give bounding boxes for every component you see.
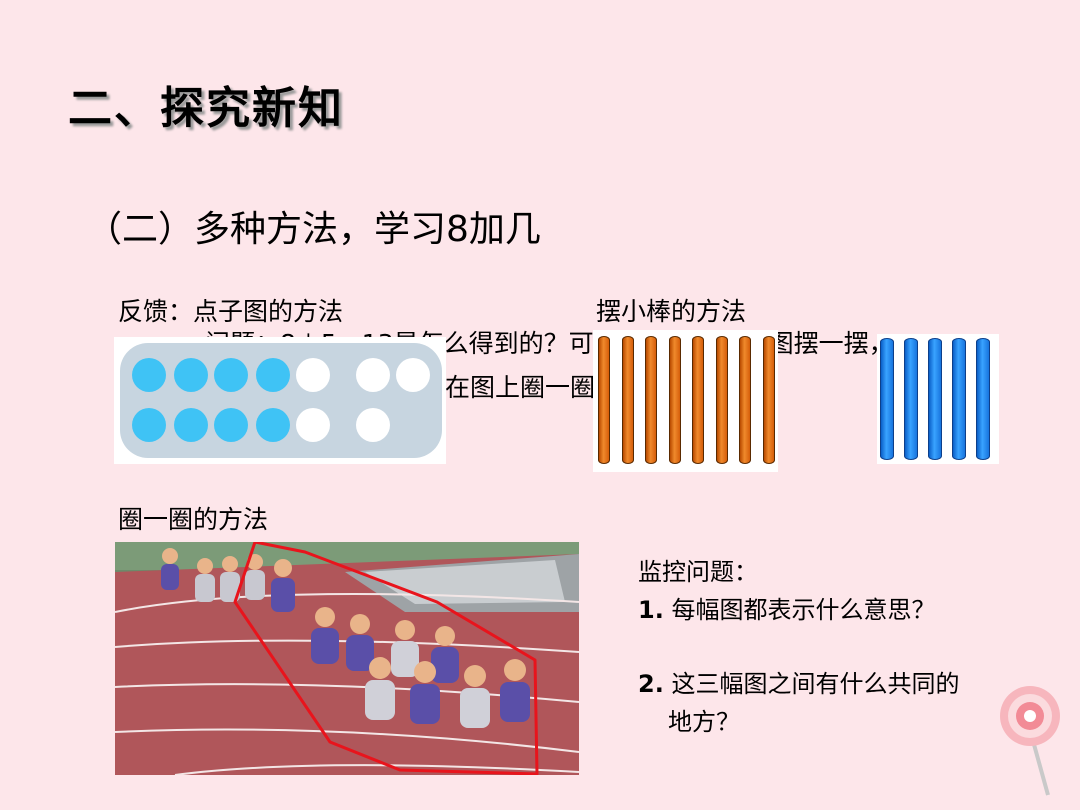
- dot-filled: [174, 408, 208, 442]
- dot-empty: [396, 358, 430, 392]
- dot-empty: [356, 358, 390, 392]
- blue-stick: [880, 338, 894, 460]
- orange-stick: [645, 336, 657, 464]
- q1-number: 1.: [638, 596, 664, 624]
- running-kids-illustration: [115, 542, 579, 775]
- dot-filled: [256, 358, 290, 392]
- dot-filled: [132, 408, 166, 442]
- red-circle-outline: [233, 542, 539, 775]
- dot-empty: [296, 408, 330, 442]
- hidden-question-line2: 在图上圈一圈。: [445, 373, 621, 402]
- section-subtitle: （二）多种方法，学习8加几: [86, 209, 541, 250]
- lollipop-icon: [1000, 686, 1060, 796]
- orange-stick: [621, 336, 634, 464]
- orange-stick: [692, 336, 704, 464]
- q2-text-continued: 地方？: [668, 708, 740, 736]
- dot-filled: [214, 408, 248, 442]
- dot-empty: [296, 358, 330, 392]
- blue-stick: [904, 338, 918, 460]
- orange-stick: [739, 336, 751, 464]
- dot-filled: [256, 408, 290, 442]
- blue-stick: [928, 338, 942, 460]
- q2-number: 2.: [638, 670, 664, 698]
- orange-stick: [668, 336, 681, 464]
- circle-method-label: 圈一圈的方法: [118, 505, 269, 534]
- runner-group: [161, 548, 530, 728]
- blue-stick: [952, 338, 966, 460]
- orange-stick: [715, 336, 728, 464]
- dot-method-label: 反馈：点子图的方法: [118, 297, 344, 326]
- monitor-questions: 监控问题： 1. 每幅图都表示什么意思？ 2. 这三幅图之间有什么共同的 地方？: [638, 553, 959, 741]
- q2-text: 这三幅图之间有什么共同的: [671, 670, 960, 698]
- monitor-question-1: 1. 每幅图都表示什么意思？: [638, 591, 959, 629]
- q1-text: 每幅图都表示什么意思？: [671, 596, 936, 624]
- orange-stick: [598, 336, 610, 464]
- monitor-heading: 监控问题：: [638, 558, 758, 586]
- dot-filled: [132, 358, 166, 392]
- blue-stick: [976, 338, 990, 460]
- sticks-method-label: 摆小棒的方法: [596, 297, 747, 326]
- page-title: 二、探究新知: [68, 83, 344, 134]
- dot-filled: [214, 358, 248, 392]
- dot-empty: [356, 408, 390, 442]
- orange-stick: [762, 336, 775, 464]
- monitor-question-2: 2. 这三幅图之间有什么共同的: [638, 665, 959, 703]
- dot-filled: [174, 358, 208, 392]
